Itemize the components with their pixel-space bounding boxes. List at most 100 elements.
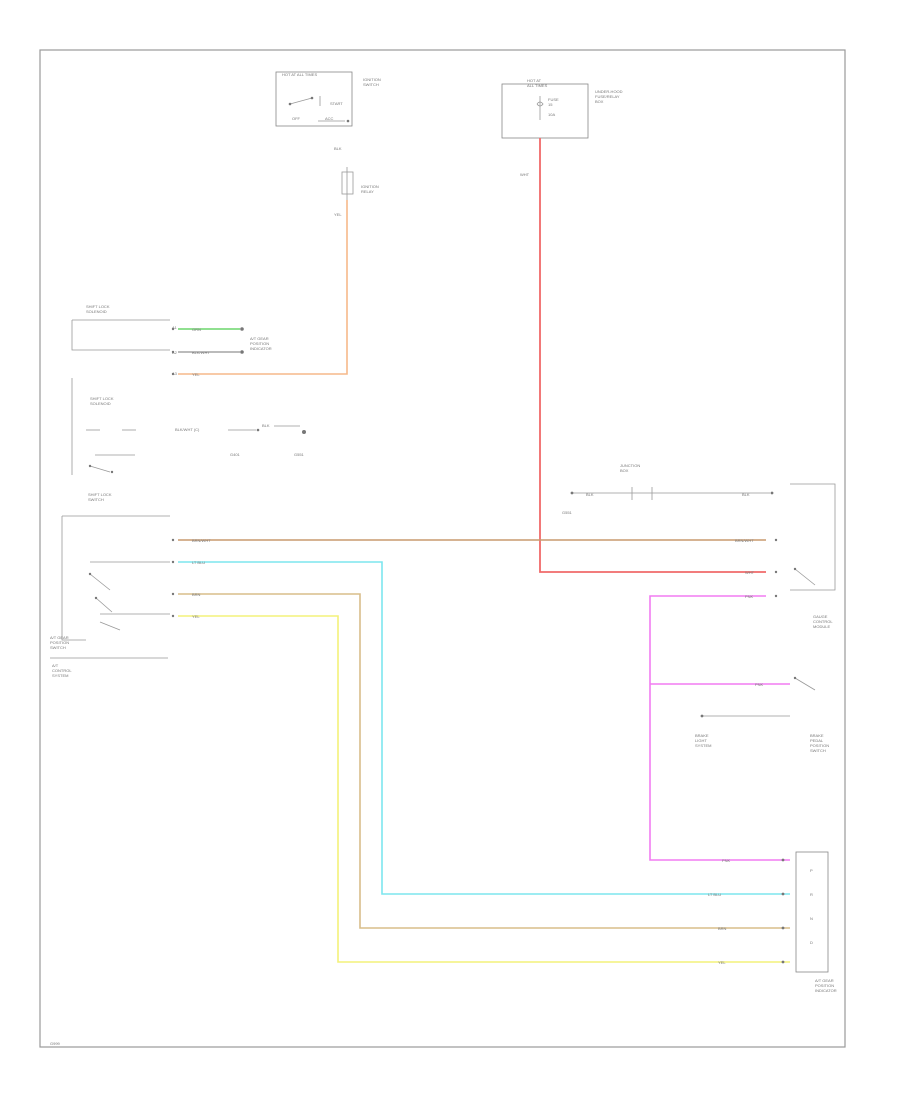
junction-box: JUNCTION BOX BLK BLK G551 <box>562 463 774 515</box>
wire-cyan <box>178 561 790 895</box>
wire-label-cyan: LT BLU <box>192 560 205 565</box>
gear-position-switch-label: A/T GEAR POSITION SWITCH <box>50 635 70 650</box>
rear-harness-label: A/T GEAR POSITION INDICATOR <box>815 978 837 993</box>
ground-1-label: G401 <box>230 452 241 457</box>
fcb-label-line: A/T <box>52 663 59 668</box>
wire-label-magenta-top: PNK <box>745 594 754 599</box>
rear-harness-b: R <box>810 892 813 897</box>
wire-orange <box>178 200 348 375</box>
junction-box-label-line: BOX <box>620 468 629 473</box>
brake-switch-label: BRAKE PEDAL POSITION SWITCH <box>810 733 830 753</box>
fcb-label-line: CONTROL <box>52 668 72 673</box>
pcm-label-line: POSITION <box>250 341 269 346</box>
rear-harness-c: N <box>810 916 813 921</box>
fuse-box-label-line: BOX <box>595 99 604 104</box>
rear-harness-label-line: INDICATOR <box>815 988 837 993</box>
ignition-switch-start: START <box>330 101 343 106</box>
ignition-switch-header: HOT AT ALL TIMES <box>282 72 317 77</box>
wire-label-tan-right: BRN <box>718 926 727 931</box>
ignition-relay-label: IGNITION RELAY <box>361 184 380 194</box>
wire-label-fuse-out: WHT <box>520 172 530 177</box>
gear-position-switch-label-line: POSITION <box>50 640 69 645</box>
diagram-border <box>39 49 846 1048</box>
shift-lock-solenoid-1: SHIFT LOCK SOLENOID A1 A2 A3 <box>71 304 178 376</box>
ignition-relay-label-line: IGNITION <box>361 184 379 189</box>
wire-label-magenta-mid: PNK <box>755 682 764 687</box>
ignition-switch: HOT AT ALL TIMES IGNITION SWITCH START O… <box>275 71 382 127</box>
junction-box-label: JUNCTION BOX <box>620 463 641 473</box>
gear-position-switch-label-line: SWITCH <box>50 645 66 650</box>
fcb-label: A/T CONTROL SYSTEM <box>52 663 73 678</box>
wire-label-brown: BRN/WHT <box>192 538 211 543</box>
splice-label: G551 <box>562 510 573 515</box>
wire-label-orange: YEL <box>192 372 200 377</box>
ground-2-label-line: G551 <box>294 452 305 457</box>
wire-label-ign-out: BLK <box>334 146 342 151</box>
rear-harness: P R N D A/T GEAR POSITION INDICATOR PNK … <box>708 851 837 993</box>
fuse-box-label-line: FUSE/RELAY <box>595 94 620 99</box>
rear-harness-a: P <box>810 868 813 873</box>
wire-label-magenta-bot: PNK <box>722 858 731 863</box>
ignition-switch-label-line: SWITCH <box>363 82 379 87</box>
g401-ref: BLK <box>262 423 270 428</box>
shift-lock-2-label-line: SHIFT LOCK <box>90 396 114 401</box>
cluster-label-line: CONTROL <box>813 619 833 624</box>
rear-harness-d: D <box>810 940 813 945</box>
shift-lock-1-conn-b: A2 <box>172 350 178 355</box>
fuse-box-fuse-line: 15 <box>548 102 553 107</box>
pcm-label: A/T GEAR POSITION INDICATOR <box>250 336 272 351</box>
ignition-relay: IGNITION RELAY BLK YEL <box>334 146 380 217</box>
cluster-label-line: MODULE <box>813 624 830 629</box>
splice-label-line: G551 <box>562 510 573 515</box>
ground-2-ref: BRAKE LIGHT SYSTEM <box>695 733 711 748</box>
brake-switch-label-line: BRAKE <box>810 733 824 738</box>
fuse-box-fuse-line: FUSE <box>548 97 559 102</box>
ignition-switch-acc: ACC <box>325 116 334 121</box>
ground-2-label: G551 <box>294 452 305 457</box>
wire-label-junction-right: BLK <box>742 492 750 497</box>
fuse-box-header: HOT AT ALL TIMES <box>527 78 548 88</box>
wire-label-junction-left: BLK <box>586 492 594 497</box>
brake-switch: PNK BRAKE PEDAL POSITION SWITCH BRAKE LI… <box>695 676 830 753</box>
shift-lock-2-label-line: SOLENOID <box>90 401 111 406</box>
rear-harness-label-line: A/T GEAR <box>815 978 834 983</box>
wire-label-black: BLK/WHT <box>192 350 210 355</box>
gear-position-switch: A/T GEAR POSITION SWITCH A/T CONTROL SYS… <box>50 515 170 678</box>
wire-label-brown-right: BRN/WHT <box>735 538 754 543</box>
shift-lock-1-label-line: SOLENOID <box>86 309 107 314</box>
shift-lock-1-conn-a: A1 <box>172 325 178 330</box>
cluster-label-line: GAUGE <box>813 614 828 619</box>
fuse-box-fuse: FUSE 15 <box>548 97 560 107</box>
shift-lock-1-label-line: SHIFT LOCK <box>86 304 110 309</box>
ground-1-label-line: G401 <box>230 452 241 457</box>
ground-2-ref-line: BRAKE <box>695 733 709 738</box>
wire-label-yellow-right: YEL <box>718 960 726 965</box>
brake-switch-label-line: SWITCH <box>810 748 826 753</box>
shift-lock-switch-label-line: SHIFT LOCK <box>88 492 112 497</box>
cluster-label: GAUGE CONTROL MODULE <box>813 614 834 629</box>
gear-position-switch-label-line: A/T GEAR <box>50 635 69 640</box>
ignition-switch-label: IGNITION SWITCH <box>363 77 382 87</box>
wire-label-yellow: YEL <box>192 614 200 619</box>
ground-2-ref-line: LIGHT <box>695 738 707 743</box>
wire-label-red-right: WHT <box>745 570 755 575</box>
wire-red <box>539 138 766 573</box>
fuse-box: HOT AT ALL TIMES FUSE 15 10A UNDER-HOOD … <box>501 78 624 139</box>
ignition-switch-label-line: IGNITION <box>363 77 381 82</box>
wire-tan <box>178 593 790 929</box>
fuse-box-amp: 10A <box>548 112 555 117</box>
shift-lock-switch: SHIFT LOCK SOLENOID SHIFT LOCK SWITCH BL… <box>71 378 306 502</box>
brake-switch-label-line: PEDAL <box>810 738 824 743</box>
wire-magenta <box>649 595 790 861</box>
shift-lock-switch-label-line: SWITCH <box>88 497 104 502</box>
shift-lock-1-conn-c: A3 <box>172 371 178 376</box>
wire-label-green: GRN <box>192 327 201 332</box>
ground-2-ref-line: SYSTEM <box>695 743 711 748</box>
ignition-relay-label-line: RELAY <box>361 189 374 194</box>
pcm-label-line: A/T GEAR <box>250 336 269 341</box>
fuse-box-label: UNDER-HOOD FUSE/RELAY BOX <box>595 89 624 104</box>
wire-yellow <box>178 615 790 963</box>
fuse-box-header-line: HOT AT <box>527 78 542 83</box>
fcb-label-line: SYSTEM <box>52 673 68 678</box>
